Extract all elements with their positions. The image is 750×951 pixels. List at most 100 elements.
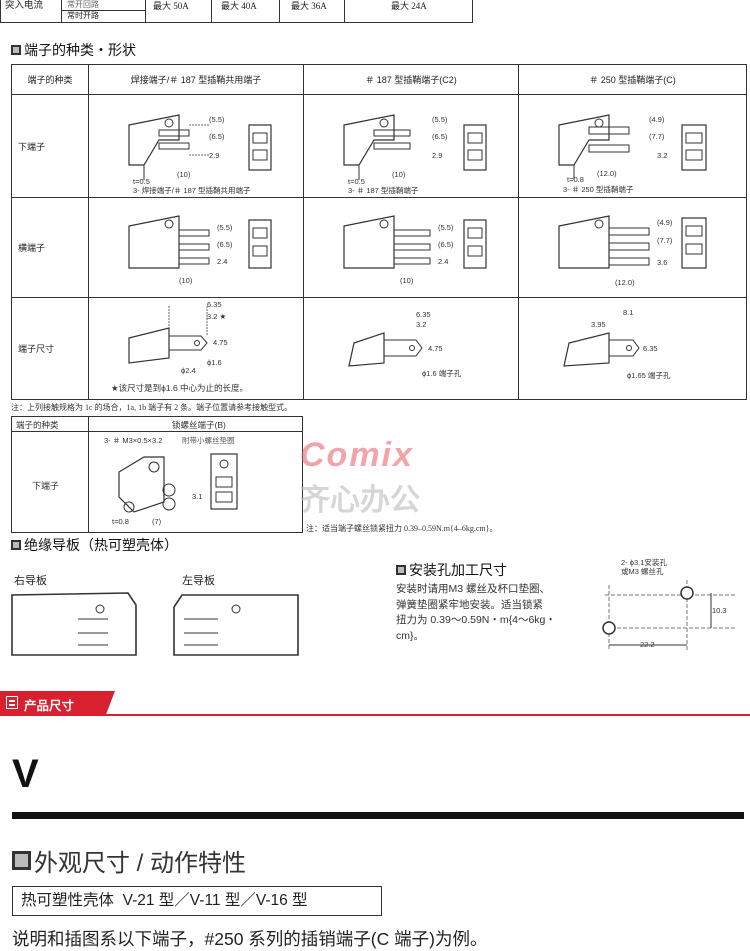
dim: (12.0) [615, 278, 635, 287]
watermark-logo: Comix [300, 436, 414, 474]
label-right-plate: 右导板 [14, 575, 47, 587]
dim: t=0.5 [133, 177, 150, 186]
row-label: 突入电流 [5, 0, 44, 11]
dim: 8.1 [623, 308, 634, 317]
header-solder: 焊接端子/＃ 187 型插鞘共用端子 [88, 64, 304, 95]
drawing-187-side: (5.5) (6.5) 2.4 (10) [303, 197, 519, 298]
surge-table: 突入电流 常开回路 常时开路 最大 50A 最大 40A 最大 36A 最大 2… [0, 0, 473, 23]
dim: t=0.5 [348, 177, 365, 186]
dim: (6.5) [432, 132, 448, 141]
mount-label-2: 或M3 螺丝孔 [621, 567, 664, 576]
banner-label: 产品尺寸 [24, 699, 75, 713]
appearance-description: 说明和插图系以下端子，#250 系列的插销端子(C 端子)为例。 [12, 929, 488, 949]
document-icon [6, 696, 18, 709]
dim: (10) [177, 170, 191, 179]
dim: (7.7) [649, 132, 665, 141]
watermark-logo-cn: 齐心办公 [300, 484, 420, 517]
screw-callout-washer: 附带小螺丝垫圈 [182, 436, 235, 445]
mount-hole-drawing [602, 580, 735, 650]
value-4: 最大 24A [391, 1, 427, 11]
square-bullet-icon [11, 45, 21, 55]
drawing-solder-dim: 6.35 3.2 ★ 4.75 ϕ1.6 ϕ2.4 ★该尺寸是到ϕ1.6 中心为… [88, 297, 304, 400]
screw-terminal-drawing [118, 453, 238, 513]
row-bottom: 下端子 [11, 94, 89, 198]
dim: (4.9) [649, 115, 665, 124]
section-title-appearance: 外观尺寸 / 动作特性 [12, 843, 246, 878]
dim: 6.35 [207, 300, 222, 309]
dim: (10) [400, 276, 414, 285]
section-title-mount: 安装孔加工尺寸 [396, 560, 507, 580]
caption: 3- 焊接端子/＃ 187 型插鞘共用端子 [133, 186, 251, 195]
header-type: 端子的种类 [16, 420, 59, 430]
sub-label-1: 常开回路 [67, 0, 99, 9]
sub-label-2: 常时开路 [67, 11, 99, 20]
square-bullet-icon [396, 565, 406, 575]
series-letter: V [12, 752, 39, 796]
row-bottom: 下端子 [32, 481, 60, 491]
value-1: 最大 50A [153, 1, 189, 11]
dim: ϕ1.6 [207, 358, 222, 367]
caption: 3- ＃ 250 型插鞘端子 [563, 185, 634, 194]
star-note: ★该尺寸是到ϕ1.6 中心为止的长度。 [111, 383, 249, 393]
hole-label: ϕ1.65 端子孔 [627, 371, 671, 380]
dim: 3.2 ★ [207, 312, 227, 321]
label-left-plate: 左导板 [182, 575, 215, 587]
square-bullet-icon [11, 540, 21, 550]
dim: (5.5) [438, 223, 454, 232]
row-side: 横端子 [11, 197, 89, 298]
header-screw: 锁螺丝端子(B) [172, 420, 226, 430]
drawing-solder-side: (5.5) (6.5) 2.4 (10) [88, 197, 304, 298]
dim: 3.2 [657, 151, 668, 160]
drawing-187-dim: 6.35 3.2 4.75 ϕ1.6 端子孔 [303, 297, 519, 400]
dim: (10) [179, 276, 193, 285]
model-box: 热可塑性壳体 V-21 型／V-11 型／V-16 型 [12, 886, 382, 916]
mount-description: 安装时请用M3 螺丝及杯口垫圈、 弹簧垫圈紧牢地安装。适当锁紧 扭力为 0.39… [396, 583, 556, 642]
dim: 6.35 [416, 310, 431, 319]
dim: t=0.8 [567, 175, 584, 184]
dim: 4.75 [428, 344, 443, 353]
dim: (7.7) [657, 236, 673, 245]
dim: (10) [392, 170, 406, 179]
dim: (6.5) [209, 132, 225, 141]
dim: 3.95 [591, 320, 606, 329]
dim: 2.4 [217, 257, 228, 266]
drawing-187-bottom: (5.5) (6.5) 2.9 (10) t=0.5 3- ＃ 187 型插鞘端… [303, 94, 519, 198]
mount-dim-h: 22.2 [640, 640, 655, 649]
banner-rule [0, 714, 750, 716]
mount-dim-v: 10.3 [712, 606, 727, 615]
section-title-terminals: 端子的种类・形状 [11, 40, 136, 60]
row-dimension: 端子尺寸 [11, 297, 89, 400]
drawing-250-dim: 3.95 8.1 6.35 ϕ1.65 端子孔 [518, 297, 747, 400]
dim: (7) [152, 517, 162, 526]
dim: (5.5) [217, 223, 233, 232]
dim: 3.1 [192, 492, 203, 501]
dim: 4.75 [213, 338, 228, 347]
dim: 2.4 [438, 257, 449, 266]
heavy-rule [12, 812, 744, 819]
dim: 6.35 [643, 344, 658, 353]
caption: 3- ＃ 187 型插鞘端子 [348, 186, 419, 195]
dim: (12.0) [597, 169, 617, 178]
section-title-insulation: 绝缘导板（热可塑壳体） [11, 535, 178, 555]
header-187: ＃ 187 型插鞘端子(C2) [303, 64, 519, 95]
value-3: 最大 36A [291, 1, 327, 11]
screw-terminal-table: 端子的种类 锁螺丝端子(B) 下端子 3- ＃ M3×0.5×3.2 附带小螺丝… [11, 416, 303, 533]
drawing-250-bottom: (4.9) (7.7) 3.2 (12.0) t=0.8 3- ＃ 250 型插… [518, 94, 747, 198]
hole-label: ϕ1.6 端子孔 [422, 369, 462, 378]
dim: t=0.8 [112, 517, 129, 526]
drawing-250-side: (4.9) (7.7) 3.6 (12.0) [518, 197, 747, 298]
dim: 3.6 [657, 258, 668, 267]
dim: 2.9 [209, 151, 220, 160]
mount-label-1: 2- ϕ3.1安装孔 [621, 558, 667, 567]
header-250: ＃ 250 型插鞘端子(C) [518, 64, 747, 95]
value-2: 最大 40A [221, 1, 257, 11]
dim: (5.5) [209, 115, 225, 124]
note-torque: 注：适当端子螺丝锁紧扭力 0.39–0.59N.m{4–6kg.cm}。 [306, 524, 498, 533]
dim: ϕ2.4 [181, 366, 196, 375]
dim: (6.5) [217, 240, 233, 249]
dim: 3.2 [416, 320, 427, 329]
screw-callout: 3- ＃ M3×0.5×3.2 [104, 436, 163, 445]
header-type: 端子的种类 [11, 64, 89, 95]
dim: (4.9) [657, 218, 673, 227]
terminal-table: 端子的种类 焊接端子/＃ 187 型插鞘共用端子 ＃ 187 型插鞘端子(C2)… [11, 64, 747, 400]
